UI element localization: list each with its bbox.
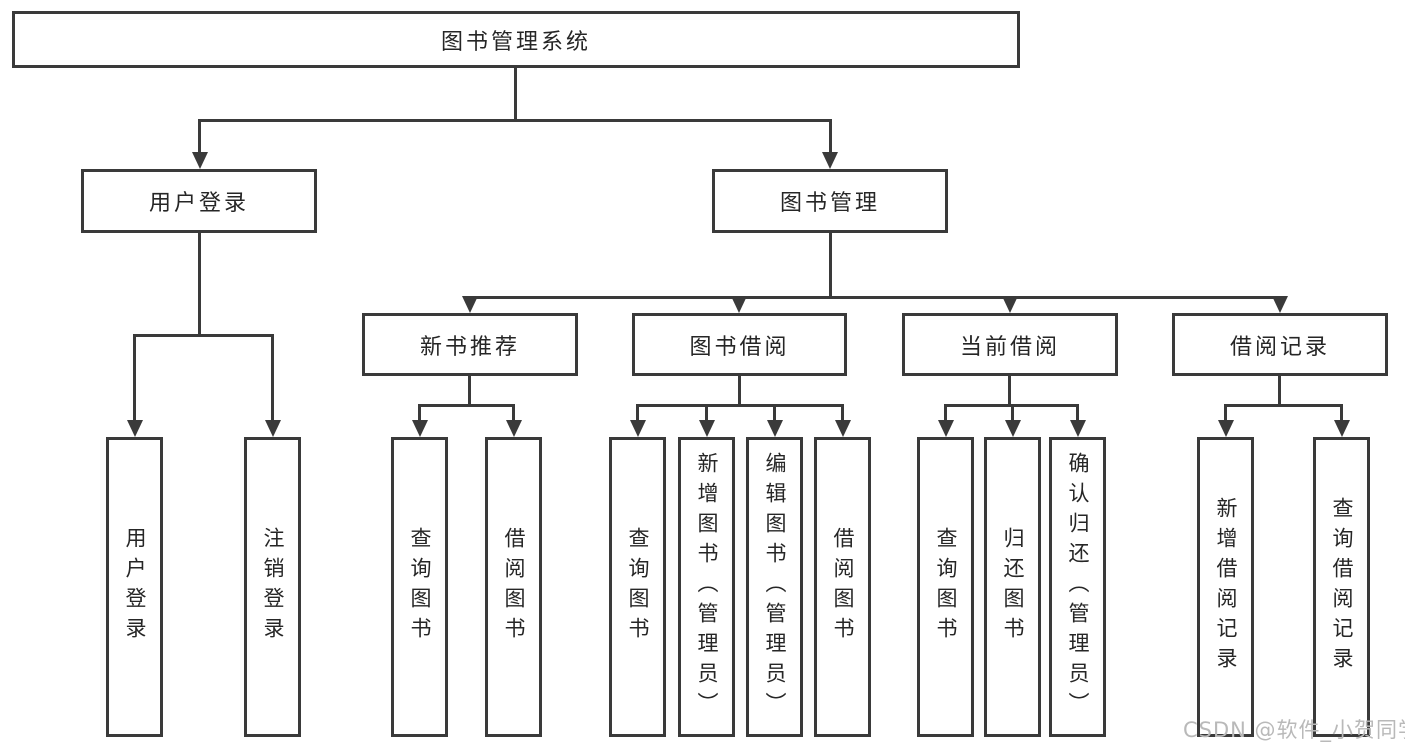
- arrow-down-leaf-user-login: [127, 420, 143, 437]
- leaf-current-query-books: 查询图书: [917, 437, 974, 737]
- node-user-login: 用户登录: [81, 169, 317, 233]
- connector-records-branch: [1224, 404, 1343, 407]
- connector-to-leaf-user-login: [133, 334, 136, 422]
- arrow-down-current-leaf-3: [1070, 420, 1086, 437]
- connector-to-recommend-leaf-1: [418, 404, 421, 422]
- connector-to-borrow-leaf-3: [773, 404, 776, 422]
- leaf-user-login-label: 用户登录: [123, 527, 147, 647]
- arrow-down-user-login: [192, 152, 208, 169]
- node-borrow-records: 借阅记录: [1172, 313, 1388, 376]
- connector-to-current-leaf-2: [1011, 404, 1014, 422]
- leaf-borrow-edit-books-admin-label: 编辑图书（管理员）: [763, 452, 787, 722]
- node-current-borrow: 当前借阅: [902, 313, 1118, 376]
- arrow-down-leaf-logout: [265, 420, 281, 437]
- leaf-recommend-query-books-label: 查询图书: [408, 527, 432, 647]
- leaf-current-return-books: 归还图书: [984, 437, 1041, 737]
- arrow-down-recommend-leaf-2: [506, 420, 522, 437]
- connector-to-records-leaf-2: [1340, 404, 1343, 422]
- connector-borrow-stem: [738, 376, 741, 407]
- arrow-down-current-borrow: [1002, 296, 1018, 313]
- leaf-borrow-edit-books-admin: 编辑图书（管理员）: [746, 437, 803, 737]
- leaf-current-confirm-return-admin-label: 确认归还（管理员）: [1066, 452, 1090, 722]
- connector-root-branch: [198, 119, 832, 122]
- arrow-down-records-leaf-2: [1334, 420, 1350, 437]
- connector-recommend-branch: [418, 404, 515, 407]
- arrow-down-borrow-records: [1272, 296, 1288, 313]
- connector-to-current-leaf-1: [944, 404, 947, 422]
- leaf-borrow-borrow-books-label: 借阅图书: [831, 527, 855, 647]
- arrow-down-book-management: [822, 152, 838, 169]
- leaf-records-query-record-label: 查询借阅记录: [1330, 497, 1354, 677]
- connector-root-stem: [514, 68, 517, 122]
- connector-to-user-login: [198, 119, 201, 154]
- arrow-down-records-leaf-1: [1218, 420, 1234, 437]
- node-current-borrow-label: 当前借阅: [959, 334, 1060, 360]
- leaf-records-add-record-label: 新增借阅记录: [1214, 497, 1238, 677]
- leaf-recommend-borrow-books-label: 借阅图书: [502, 527, 526, 647]
- arrow-down-borrow-leaf-3: [767, 420, 783, 437]
- leaf-records-add-record: 新增借阅记录: [1197, 437, 1254, 737]
- connector-recommend-stem: [468, 376, 471, 407]
- node-new-book-recommend-label: 新书推荐: [419, 334, 520, 360]
- connector-current-stem: [1008, 376, 1011, 407]
- leaf-current-query-books-label: 查询图书: [934, 527, 958, 647]
- connector-user-login-branch: [133, 334, 274, 337]
- leaf-borrow-add-books-admin: 新增图书（管理员）: [678, 437, 735, 737]
- connector-to-recommend-leaf-2: [512, 404, 515, 422]
- arrow-down-current-leaf-1: [938, 420, 954, 437]
- leaf-borrow-query-books: 查询图书: [609, 437, 666, 737]
- arrow-down-borrow-leaf-1: [630, 420, 646, 437]
- connector-to-leaf-logout: [271, 334, 274, 422]
- arrow-down-borrow-leaf-4: [835, 420, 851, 437]
- node-book-management-label: 图书管理: [779, 191, 880, 216]
- connector-book-management-branch: [468, 296, 1282, 299]
- arrow-down-recommend-leaf-1: [412, 420, 428, 437]
- node-book-borrow-label: 图书借阅: [689, 334, 790, 360]
- arrow-down-borrow-leaf-2: [699, 420, 715, 437]
- leaf-borrow-query-books-label: 查询图书: [626, 527, 650, 647]
- connector-to-book-management: [829, 119, 832, 154]
- node-book-borrow: 图书借阅: [632, 313, 847, 376]
- leaf-user-login: 用户登录: [106, 437, 163, 737]
- arrow-down-book-borrow: [731, 296, 747, 313]
- leaf-borrow-add-books-admin-label: 新增图书（管理员）: [695, 452, 719, 722]
- arrow-down-current-leaf-2: [1005, 420, 1021, 437]
- leaf-borrow-borrow-books: 借阅图书: [814, 437, 871, 737]
- connector-to-borrow-leaf-4: [841, 404, 844, 422]
- node-new-book-recommend: 新书推荐: [362, 313, 578, 376]
- leaf-records-query-record: 查询借阅记录: [1313, 437, 1370, 737]
- connector-records-stem: [1278, 376, 1281, 407]
- connector-to-records-leaf-1: [1224, 404, 1227, 422]
- leaf-logout-label: 注销登录: [261, 527, 285, 647]
- leaf-recommend-borrow-books: 借阅图书: [485, 437, 542, 737]
- leaf-logout: 注销登录: [244, 437, 301, 737]
- node-borrow-records-label: 借阅记录: [1229, 334, 1330, 360]
- leaf-recommend-query-books: 查询图书: [391, 437, 448, 737]
- node-root: 图书管理系统: [12, 11, 1020, 68]
- connector-book-management-stem: [829, 233, 832, 299]
- connector-to-current-leaf-3: [1076, 404, 1079, 422]
- arrow-down-new-book-recommend: [462, 296, 478, 313]
- connector-borrow-branch: [636, 404, 844, 407]
- connector-user-login-stem: [198, 233, 201, 336]
- connector-to-borrow-leaf-1: [636, 404, 639, 422]
- node-book-management: 图书管理: [712, 169, 948, 233]
- csdn-watermark: CSDN @软件_小贺同学: [1183, 718, 1405, 742]
- node-root-label: 图书管理系统: [440, 29, 591, 55]
- leaf-current-return-books-label: 归还图书: [1001, 527, 1025, 647]
- connector-to-borrow-leaf-2: [705, 404, 708, 422]
- leaf-current-confirm-return-admin: 确认归还（管理员）: [1049, 437, 1106, 737]
- node-user-login-label: 用户登录: [148, 191, 249, 216]
